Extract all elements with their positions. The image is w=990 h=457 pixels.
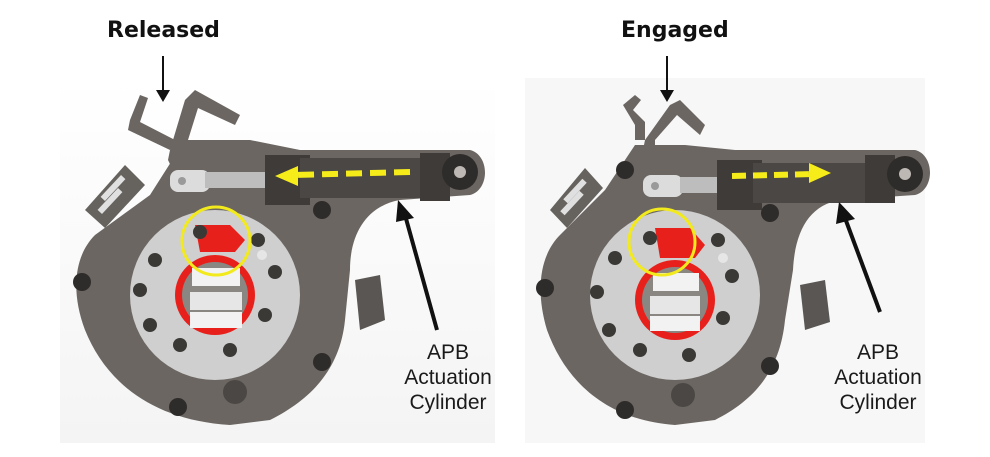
drum-flange	[590, 210, 760, 380]
cylinder-label-line-1: APB	[426, 341, 470, 364]
engaged-panel: Engaged APB Actuation Cylinder	[495, 0, 990, 457]
motion-arrow-right	[731, 163, 831, 183]
cylinder-label-line-1: APB	[856, 341, 900, 364]
cylinder-label-line-2: Actuation	[404, 366, 492, 389]
released-cylinder-label: APB Actuation Cylinder	[398, 340, 498, 415]
pawl-highlight-circle	[180, 205, 252, 277]
rear-fitting	[355, 275, 385, 330]
cylinder-label-line-2: Actuation	[834, 366, 922, 389]
park-lever	[128, 90, 240, 255]
side-bracket	[550, 168, 603, 228]
cylinder-label-line-3: Cylinder	[409, 391, 487, 414]
engaged-cylinder-label: APB Actuation Cylinder	[823, 340, 933, 415]
housing-bolts	[73, 201, 331, 416]
pawl-pin	[193, 225, 207, 239]
released-mechanism-drawing	[60, 56, 495, 443]
released-title: Released	[107, 18, 220, 43]
drum-flange	[130, 210, 300, 380]
motion-arrow-left	[275, 166, 411, 186]
title-pointer-arrow	[660, 56, 674, 102]
housing-bolts	[536, 161, 779, 419]
engaged-title: Engaged	[621, 18, 729, 43]
side-bracket	[85, 165, 145, 228]
pawl-highlight-circle	[627, 207, 697, 277]
cylinder-pointer-arrow	[396, 200, 439, 331]
title-pointer-arrow	[156, 56, 170, 102]
rear-fitting	[800, 280, 830, 330]
actuation-cylinder	[170, 153, 478, 205]
cylinder-pointer-arrow	[836, 202, 882, 313]
engaged-mechanism-drawing	[525, 56, 930, 443]
cylinder-label-line-3: Cylinder	[839, 391, 917, 414]
pawl-pin	[643, 231, 657, 245]
released-panel: Released APB Actuation Cylinder	[60, 18, 498, 443]
